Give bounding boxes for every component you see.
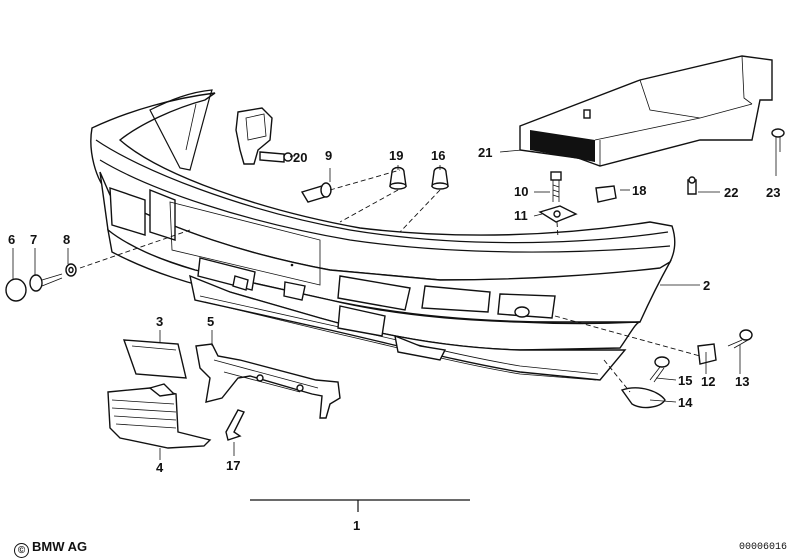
part-11-nut-plate bbox=[538, 205, 578, 223]
copyright-text: BMW AG bbox=[32, 539, 88, 554]
callout-3: 3 bbox=[156, 314, 163, 329]
part-3-cover bbox=[122, 339, 187, 379]
part-17-clip bbox=[225, 409, 245, 441]
callout-8: 8 bbox=[63, 232, 70, 247]
part-20-bracket bbox=[235, 107, 293, 165]
copyright-icon: © bbox=[14, 543, 29, 558]
part-21-carrier bbox=[519, 55, 773, 167]
part-23-screw bbox=[771, 128, 785, 152]
callout-6: 6 bbox=[8, 232, 15, 247]
part-9-pin bbox=[300, 182, 332, 203]
callout-12: 12 bbox=[701, 374, 715, 389]
callout-14: 14 bbox=[678, 395, 693, 410]
callout-22: 22 bbox=[724, 185, 738, 200]
callout-2: 2 bbox=[703, 278, 710, 293]
callout-23: 23 bbox=[766, 185, 780, 200]
bumper-assembly bbox=[90, 89, 676, 381]
callout-labels: 1 2 3 4 5 6 7 8 9 10 11 12 13 14 15 16 1… bbox=[8, 145, 780, 533]
part-10-bolt bbox=[550, 171, 562, 202]
part-22-clip bbox=[687, 176, 697, 195]
assembly-lines bbox=[79, 155, 701, 393]
part-13-screw bbox=[727, 329, 753, 349]
callout-1: 1 bbox=[353, 518, 360, 533]
leader-lines bbox=[12, 149, 777, 512]
document-number: 00006016 bbox=[738, 542, 787, 553]
callout-11: 11 bbox=[514, 208, 528, 223]
callout-19: 19 bbox=[389, 148, 403, 163]
part-4-grille bbox=[107, 383, 212, 449]
callout-5: 5 bbox=[207, 314, 214, 329]
part-6-cap bbox=[5, 278, 27, 302]
part-15-screw bbox=[649, 356, 670, 383]
callout-4: 4 bbox=[156, 460, 164, 475]
part-5-bracket bbox=[195, 343, 341, 419]
callout-9: 9 bbox=[325, 148, 332, 163]
callout-15: 15 bbox=[678, 373, 692, 388]
callout-21: 21 bbox=[478, 145, 492, 160]
callout-7: 7 bbox=[30, 232, 37, 247]
callout-20: 20 bbox=[293, 150, 307, 165]
copyright-notice: ©BMW AG bbox=[14, 539, 87, 558]
callout-18: 18 bbox=[632, 183, 646, 198]
callout-10: 10 bbox=[514, 184, 528, 199]
part-14-cover bbox=[620, 387, 666, 409]
callout-13: 13 bbox=[735, 374, 749, 389]
part-7-screw bbox=[29, 273, 63, 292]
part-18-clip bbox=[595, 185, 617, 203]
part-16-grommet bbox=[431, 166, 449, 190]
part-12-clip bbox=[697, 343, 717, 365]
callout-16: 16 bbox=[431, 148, 445, 163]
part-8-washer bbox=[65, 263, 77, 277]
callout-17: 17 bbox=[226, 458, 240, 473]
part-19-grommet bbox=[389, 166, 407, 190]
